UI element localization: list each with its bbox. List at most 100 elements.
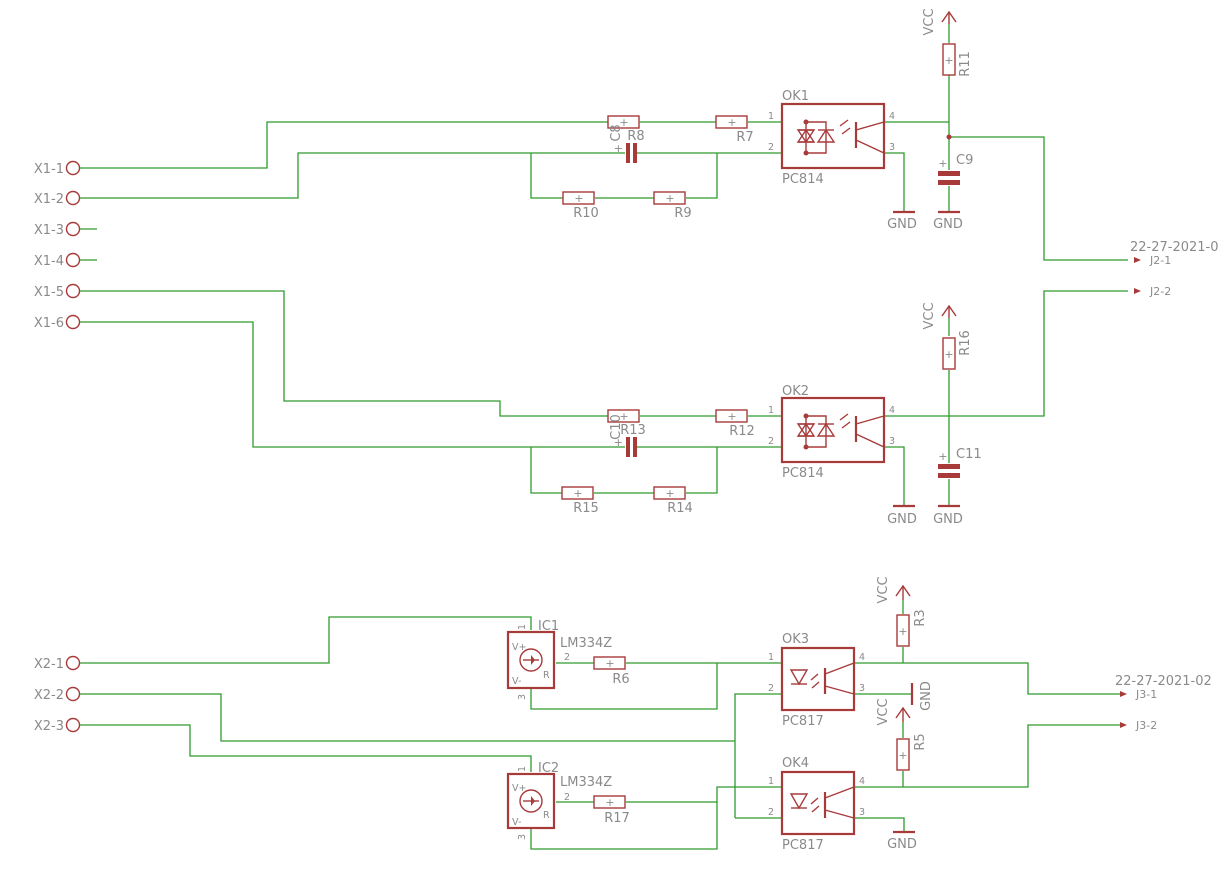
- svg-text:+: +: [938, 157, 947, 170]
- x1-pin-6[interactable]: [65, 314, 81, 330]
- r14-label: R14: [667, 501, 693, 516]
- svg-text:R: R: [543, 810, 550, 821]
- x1-5-label: X1-5: [34, 285, 64, 300]
- svg-text:1: 1: [517, 766, 528, 772]
- resistor-r11[interactable]: + R11: [942, 43, 973, 77]
- resistor-r12[interactable]: + R12: [715, 409, 755, 439]
- r8-label: R8: [627, 129, 644, 144]
- j3-pin-2[interactable]: [1120, 722, 1127, 728]
- vcc-symbol-1: VCC: [922, 8, 957, 36]
- svg-text:3: 3: [859, 807, 865, 818]
- x1-pin-5[interactable]: [65, 283, 81, 299]
- c9-label: C9: [956, 153, 973, 168]
- resistor-r13[interactable]: + R13: [607, 409, 646, 438]
- gnd-symbol-3: GND: [887, 504, 917, 527]
- r13-label: R13: [620, 423, 646, 438]
- svg-text:+: +: [898, 749, 907, 762]
- svg-text:GND: GND: [887, 512, 917, 527]
- svg-text:VCC: VCC: [922, 8, 937, 35]
- r7-label: R7: [736, 130, 753, 145]
- j2-pin-2[interactable]: [1134, 288, 1141, 294]
- resistor-r14[interactable]: + R14: [653, 486, 693, 516]
- capacitor-c10[interactable]: + C10: [609, 414, 637, 457]
- ok2-value: PC814: [782, 466, 824, 481]
- svg-text:V+: V+: [512, 783, 526, 794]
- c11-label: C11: [956, 447, 982, 462]
- x1-2-label: X1-2: [34, 192, 64, 207]
- ic2-lm334z[interactable]: V+ V- R 1 3 2 IC2 LM334Z: [506, 761, 612, 840]
- resistor-r10[interactable]: + R10: [562, 191, 599, 221]
- resistor-r3[interactable]: + R3: [896, 609, 928, 647]
- x2-pin-1[interactable]: [65, 655, 81, 671]
- svg-text:2: 2: [768, 436, 774, 447]
- optocoupler-ok1[interactable]: OK1 PC814 1 2 4 3: [768, 89, 895, 187]
- connector-j3: 22-27-2021-02 J3-1 J3-2: [1115, 674, 1212, 732]
- svg-text:GND: GND: [887, 217, 917, 232]
- svg-text:+: +: [574, 192, 583, 205]
- ok1-value: PC814: [782, 172, 824, 187]
- gnd-symbol-4: GND: [933, 504, 963, 527]
- resistor-r7[interactable]: + R7: [715, 115, 754, 145]
- capacitor-c9[interactable]: + C9: [938, 153, 973, 185]
- c8-label: C8: [609, 124, 624, 141]
- r17-label: R17: [604, 811, 630, 826]
- r12-label: R12: [729, 424, 755, 439]
- resistor-r15[interactable]: + R15: [561, 486, 599, 516]
- ic1-lm334z[interactable]: V+ V- R 1 3 2 IC1 LM334Z: [506, 619, 612, 700]
- resistor-r17[interactable]: + R17: [593, 795, 630, 826]
- vcc-symbol-4: VCC: [876, 698, 911, 726]
- svg-text:+: +: [938, 450, 947, 463]
- j2-pin-1[interactable]: [1134, 257, 1141, 263]
- svg-text:GND: GND: [919, 681, 934, 711]
- optocoupler-ok3[interactable]: OK3 PC817 1 2 4 3: [768, 632, 865, 729]
- connector-x2: X2-1 X2-2 X2-3: [34, 655, 81, 734]
- svg-text:3: 3: [517, 834, 528, 840]
- ic2-value: LM334Z: [560, 775, 612, 790]
- x2-2-label: X2-2: [34, 688, 64, 703]
- resistor-r8[interactable]: + R8: [607, 115, 645, 144]
- x1-pin-3[interactable]: [65, 221, 81, 237]
- svg-text:3: 3: [889, 436, 895, 447]
- x2-pin-3[interactable]: [65, 717, 81, 733]
- r5-label: R5: [913, 733, 928, 750]
- optocoupler-ok2[interactable]: OK2 PC814 1 2 4 3: [768, 384, 895, 481]
- svg-text:2: 2: [768, 142, 774, 153]
- ok3-name: OK3: [782, 632, 809, 647]
- x1-pin-4[interactable]: [65, 252, 81, 268]
- svg-text:+: +: [614, 436, 623, 449]
- r16-label: R16: [958, 330, 973, 356]
- capacitor-c11[interactable]: + C11: [938, 447, 982, 478]
- resistor-r5[interactable]: + R5: [896, 733, 928, 771]
- ok4-name: OK4: [782, 756, 809, 771]
- svg-text:+: +: [573, 487, 582, 500]
- resistor-r6[interactable]: + R6: [593, 656, 630, 687]
- svg-text:+: +: [605, 796, 614, 809]
- j3-pin-1[interactable]: [1120, 691, 1127, 697]
- svg-text:+: +: [605, 657, 614, 670]
- vcc-symbol-2: VCC: [922, 302, 957, 330]
- svg-text:1: 1: [768, 405, 774, 416]
- gnd-symbol-2: GND: [933, 210, 963, 232]
- optocoupler-ok4[interactable]: OK4 PC817 1 2 4 3: [768, 756, 865, 853]
- ok2-name: OK2: [782, 384, 809, 399]
- capacitor-c8[interactable]: + C8: [609, 124, 637, 163]
- svg-text:V+: V+: [512, 642, 526, 653]
- x1-4-label: X1-4: [34, 254, 64, 269]
- r10-label: R10: [573, 206, 599, 221]
- svg-text:V-: V-: [512, 817, 521, 828]
- svg-text:R: R: [543, 670, 550, 681]
- svg-text:4: 4: [889, 405, 895, 416]
- r11-label: R11: [958, 51, 973, 77]
- svg-text:2: 2: [768, 683, 774, 694]
- x1-pin-1[interactable]: [65, 160, 81, 176]
- resistor-r16[interactable]: + R16: [942, 330, 973, 370]
- svg-text:GND: GND: [933, 217, 963, 232]
- gnd-symbol-5: GND: [910, 681, 934, 711]
- x2-3-label: X2-3: [34, 719, 64, 734]
- resistor-r9[interactable]: + R9: [653, 191, 692, 221]
- r6-label: R6: [612, 672, 629, 687]
- svg-text:+: +: [727, 410, 736, 423]
- x2-pin-2[interactable]: [65, 686, 81, 702]
- x1-pin-2[interactable]: [65, 190, 81, 206]
